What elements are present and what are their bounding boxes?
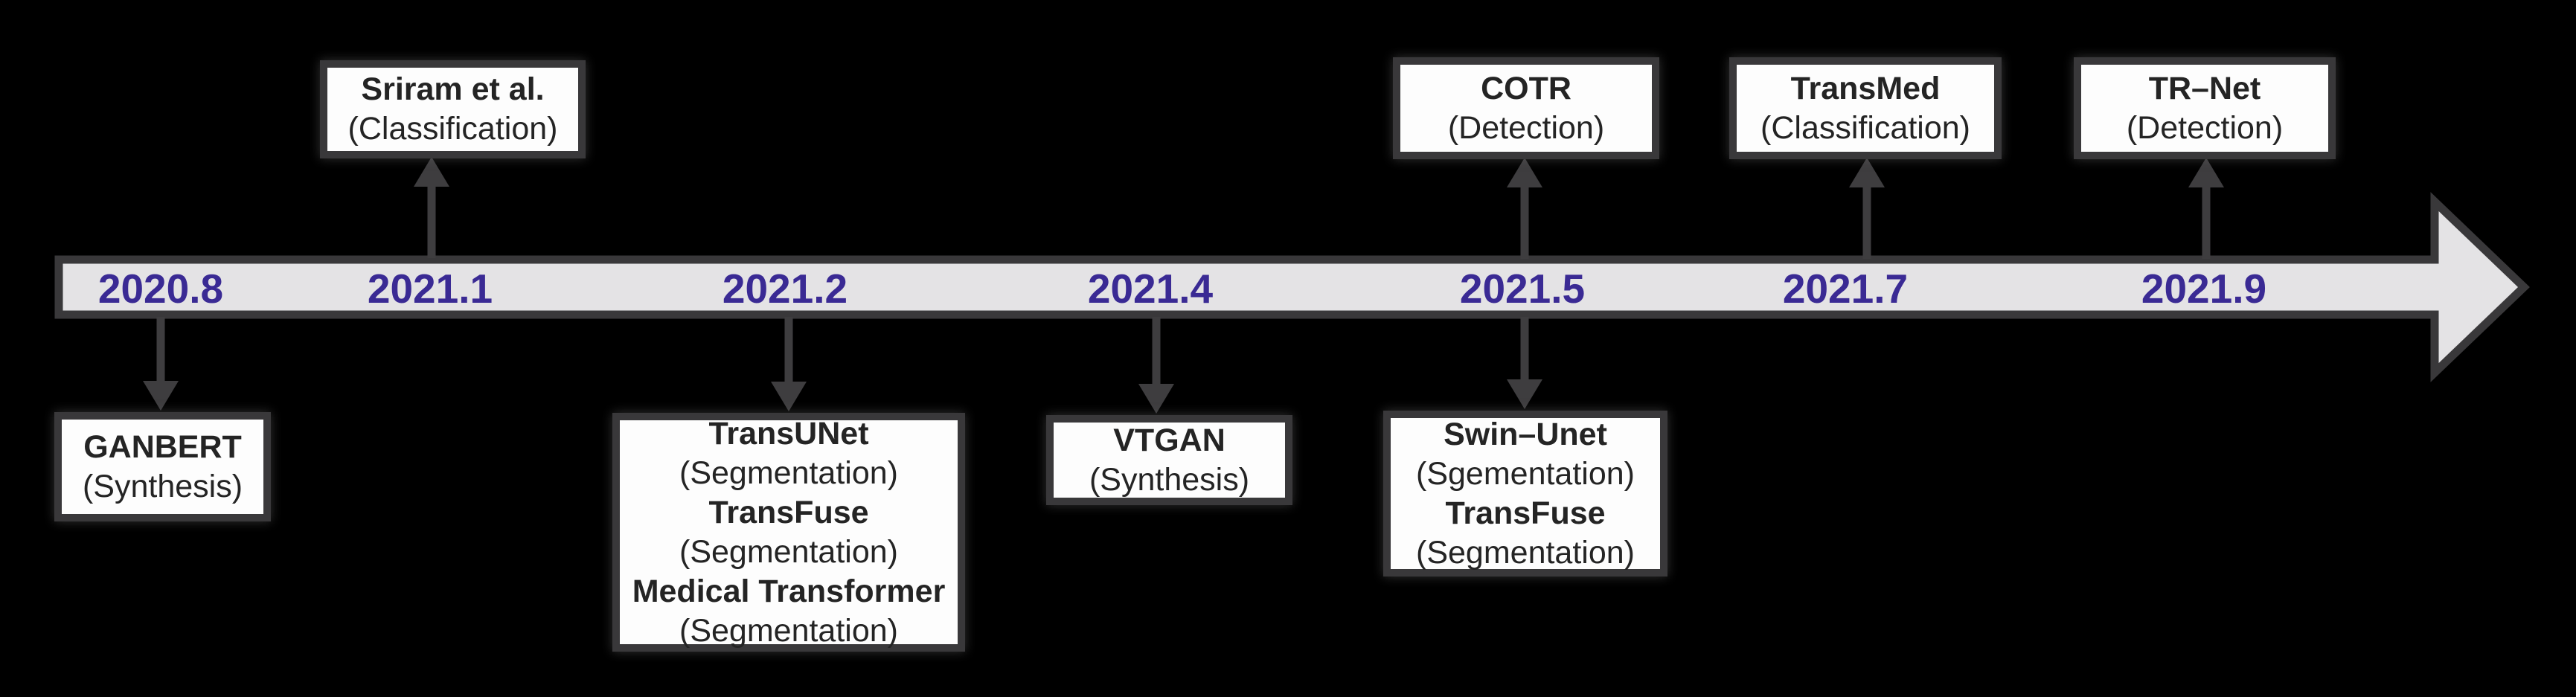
date-label-2020-8: 2020.8	[97, 266, 224, 312]
connector-2021-4-arrow-icon	[1138, 384, 1174, 414]
event-name: TransFuse	[708, 494, 869, 530]
event-box-vtgan: VTGAN (Synthesis)	[1046, 415, 1292, 505]
connector-2021-5-up-arrow-icon	[1507, 158, 1542, 187]
date-label-2021-7: 2021.7	[1782, 266, 1909, 312]
event-name: Swin–Unet	[1444, 416, 1607, 452]
connector-2020-8-arrow-icon	[143, 381, 179, 411]
event-task: (Sgementation)	[1416, 455, 1635, 492]
event-task: (Synthesis)	[82, 468, 243, 504]
connector-2021-5-up-stem	[1520, 184, 1529, 259]
connector-2021-5-down-arrow-icon	[1507, 379, 1542, 409]
event-task: (Segmentation)	[679, 455, 898, 491]
event-name: COTR	[1481, 70, 1571, 106]
event-task: (Detection)	[1447, 109, 1605, 146]
event-box-transunet-group: TransUNet (Segmentation) TransFuse (Segm…	[612, 413, 965, 652]
event-box-transmed: TransMed (Classification)	[1729, 57, 2002, 159]
connector-2021-9-stem	[2202, 184, 2211, 259]
event-task: (Segmentation)	[679, 612, 898, 649]
connector-2021-4-stem	[1152, 317, 1161, 387]
connector-2021-2-stem	[784, 317, 793, 385]
connector-2021-1-arrow-icon	[414, 157, 449, 187]
event-task: (Detection)	[2126, 109, 2284, 146]
connector-2021-1-stem	[427, 184, 436, 258]
event-task: (Classification)	[1760, 109, 1970, 146]
connector-2021-9-arrow-icon	[2188, 158, 2224, 187]
event-name: Sriram et al.	[361, 71, 545, 107]
event-box-cotr: COTR (Detection)	[1393, 57, 1659, 159]
connector-2021-2-arrow-icon	[771, 382, 807, 411]
event-box-swinunet-group: Swin–Unet (Sgementation) TransFuse (Segm…	[1383, 411, 1667, 576]
date-label-2021-5: 2021.5	[1459, 266, 1586, 312]
connector-2021-5-down-stem	[1520, 317, 1529, 382]
event-task: (Classification)	[347, 111, 558, 147]
event-task: (Segmentation)	[679, 533, 898, 570]
event-name: GANBERT	[83, 428, 242, 465]
event-name: TransMed	[1790, 70, 1941, 106]
event-name: TransFuse	[1445, 495, 1606, 531]
event-name: Medical Transformer	[632, 573, 946, 609]
connector-2021-7-arrow-icon	[1849, 158, 1885, 187]
event-box-ganbert: GANBERT (Synthesis)	[54, 412, 271, 521]
event-task: (Segmentation)	[1416, 534, 1635, 571]
event-name: VTGAN	[1113, 422, 1225, 458]
event-box-sriram: Sriram et al. (Classification)	[320, 60, 586, 158]
connector-2020-8-stem	[156, 317, 165, 385]
event-name: TR–Net	[2148, 70, 2261, 106]
date-label-2021-4: 2021.4	[1087, 266, 1214, 312]
event-name: TransUNet	[708, 415, 869, 452]
event-box-trnet: TR–Net (Detection)	[2074, 57, 2336, 159]
connector-2021-7-stem	[1862, 184, 1871, 259]
event-task: (Synthesis)	[1089, 461, 1250, 498]
date-label-2021-2: 2021.2	[722, 266, 848, 312]
date-label-2021-9: 2021.9	[2141, 266, 2267, 312]
date-label-2021-1: 2021.1	[367, 266, 493, 312]
